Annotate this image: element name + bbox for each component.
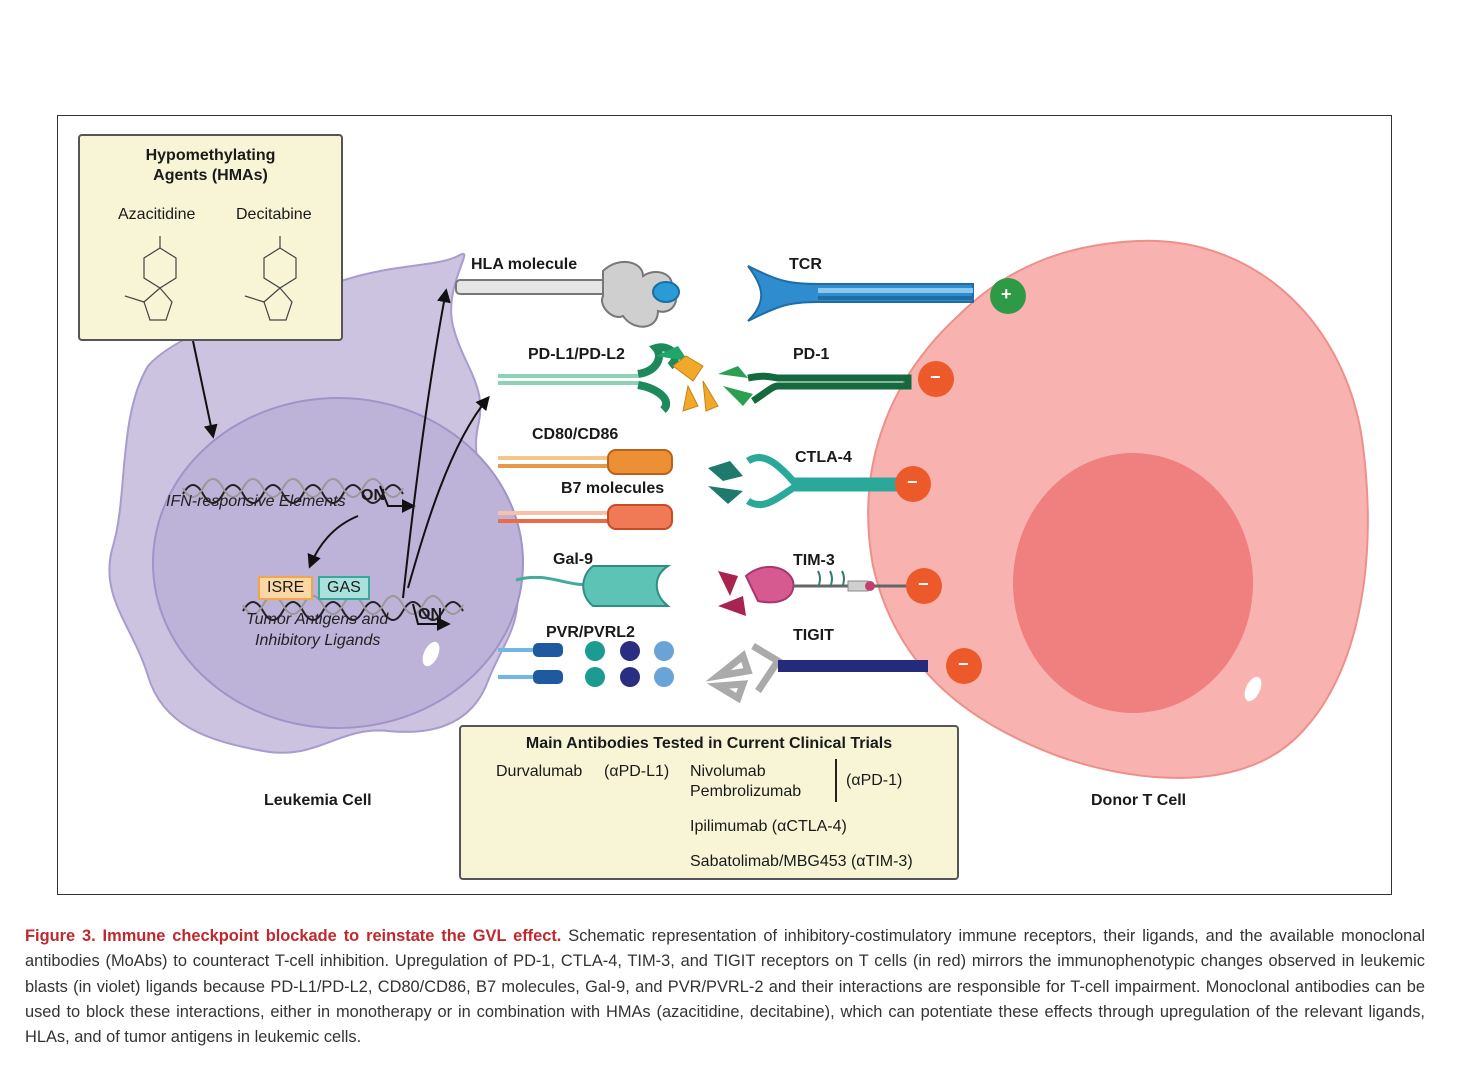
chemical-structures xyxy=(124,236,297,321)
tumor-label-1: Tumor Antigens and xyxy=(246,611,389,628)
tcr-plus-sign xyxy=(990,278,1026,314)
hma-title: Hypomethylating Agents (HMAs) xyxy=(145,147,276,184)
cd80-label: CD80/CD86 xyxy=(532,426,619,443)
tcr-receptor xyxy=(747,265,974,322)
ctla4-label: CTLA-4 xyxy=(795,449,852,466)
gas-tag: GAS xyxy=(318,576,370,600)
tim3-minus-sign xyxy=(906,568,942,604)
minus-glyph-3: − xyxy=(918,574,929,594)
drug-decitabine: Decitabine xyxy=(236,206,312,223)
ab-sabatolimab: Sabatolimab/MBG453 (αTIM-3) xyxy=(690,853,913,870)
antibodies-box: Main Antibodies Tested in Current Clinic… xyxy=(459,725,959,880)
cd80-b7-ligands xyxy=(498,449,673,530)
plus-glyph: + xyxy=(1001,284,1012,304)
ifn-dna-strand-2 xyxy=(182,478,404,498)
hla-label: HLA molecule xyxy=(471,256,578,273)
antibodies-title: Main Antibodies Tested in Current Clinic… xyxy=(525,735,893,752)
arrow-to-hla xyxy=(402,288,451,599)
gal9-label: Gal-9 xyxy=(553,551,594,568)
pdl-label: PD-L1/PD-L2 xyxy=(528,346,625,363)
ifn-on-arrow xyxy=(379,485,416,513)
ab-ipilimumab: Ipilimumab (αCTLA-4) xyxy=(690,818,847,835)
figure-caption: Figure 3. Immune checkpoint blockade to … xyxy=(25,924,1425,1050)
pdl1-pd1-pair xyxy=(498,343,912,413)
drug-azacitidine: Azacitidine xyxy=(118,206,196,223)
tcell-nucleus xyxy=(1013,453,1253,713)
pd1-minus-sign xyxy=(918,361,954,397)
tcr-label: TCR xyxy=(789,256,822,273)
hma-box: Hypomethylating Agents (HMAs) Azacitidin… xyxy=(78,134,343,341)
tumor-label-2: Inhibitory Ligands xyxy=(255,632,381,649)
tim3-label: TIM-3 xyxy=(793,552,835,569)
caption-title: Figure 3. Immune checkpoint blockade to … xyxy=(25,927,562,945)
pvr-tigit-pair xyxy=(498,641,928,704)
ab-durvalumab: Durvalumab xyxy=(496,763,583,780)
ifn-on-label: ON xyxy=(361,487,385,504)
ifn-dna-strand xyxy=(182,484,404,504)
pd1-bracket xyxy=(835,759,837,802)
arrow-to-ligands xyxy=(407,395,490,589)
ab-pd1-target: (αPD-1) xyxy=(846,772,903,789)
leukemia-nucleus xyxy=(152,397,524,729)
minus-glyph-1: − xyxy=(930,367,941,387)
minus-glyph-2: − xyxy=(907,472,918,492)
ifn-to-isre-arrow xyxy=(307,515,359,569)
ab-pembrolizumab: Pembrolizumab xyxy=(690,783,802,800)
ctla4-receptor xyxy=(708,454,908,509)
tigit-label: TIGIT xyxy=(793,627,834,644)
tumor-on-arrow xyxy=(412,603,451,631)
pd1-label: PD-1 xyxy=(793,346,830,363)
diagram-canvas xyxy=(108,239,1369,779)
isre-tag: ISRE xyxy=(258,576,314,600)
tcell-highlight xyxy=(1244,676,1262,702)
b7-label: B7 molecules xyxy=(561,480,665,497)
nucleus-highlight xyxy=(422,641,440,667)
tumor-dna-strand xyxy=(242,601,464,621)
tumor-on-label: ON xyxy=(418,606,442,623)
gal9-tim3-pair xyxy=(515,565,918,616)
ab-durvalumab-target: (αPD-L1) xyxy=(604,763,670,780)
ctla4-minus-sign xyxy=(895,466,931,502)
hma-arrow xyxy=(192,340,218,439)
hla-molecule xyxy=(455,261,680,328)
ifn-label: IFN-responsive Elements xyxy=(166,493,346,510)
caption-text: Schematic representation of inhibitory-c… xyxy=(25,927,1425,1047)
leukemia-cell-label: Leukemia Cell xyxy=(264,792,372,809)
tigit-minus-sign xyxy=(946,648,982,684)
figure-panel: + − − − − Hypomethylating Agents (HMAs) … xyxy=(57,115,1392,895)
minus-glyph-4: − xyxy=(958,654,969,674)
pvr-label: PVR/PVRL2 xyxy=(546,624,635,641)
ab-nivolumab: Nivolumab xyxy=(690,763,766,780)
donor-tcell-label: Donor T Cell xyxy=(1091,792,1187,809)
